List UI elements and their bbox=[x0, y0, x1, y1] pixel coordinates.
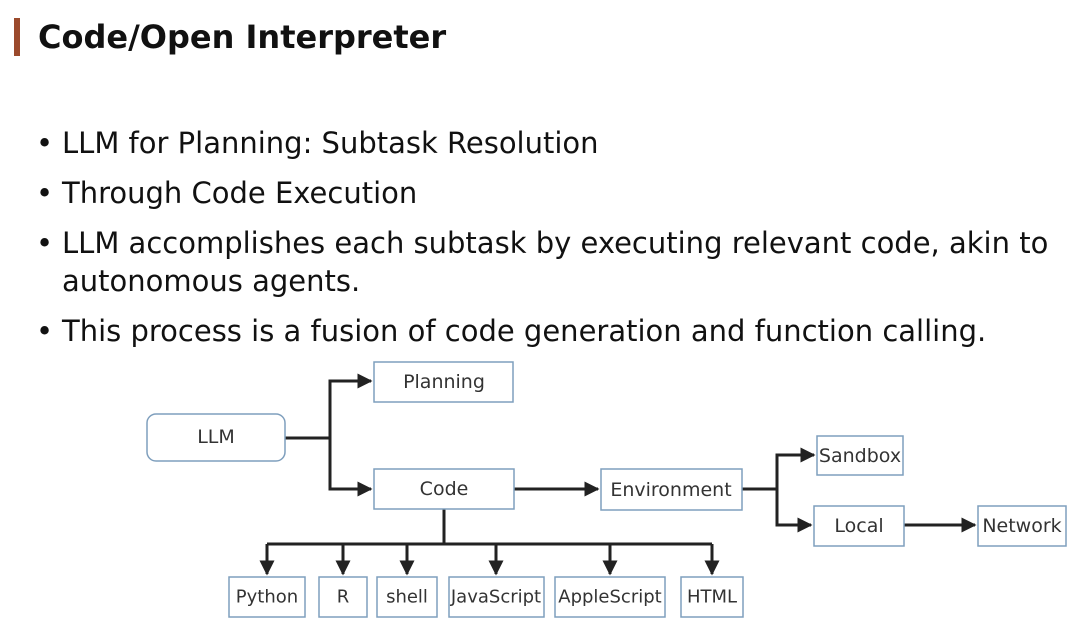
edge-environment-local bbox=[775, 489, 813, 533]
node-local-label: Local bbox=[834, 515, 883, 537]
node-applescript-label: AppleScript bbox=[558, 587, 661, 608]
bullet-text: This process is a fusion of code generat… bbox=[62, 314, 987, 348]
node-sandbox: Sandbox bbox=[816, 435, 904, 476]
edge-llm-code bbox=[328, 438, 373, 497]
node-network: Network bbox=[977, 505, 1067, 547]
node-html: HTML bbox=[680, 576, 744, 618]
node-javascript-label: JavaScript bbox=[450, 587, 541, 608]
node-llm-label: LLM bbox=[197, 426, 235, 448]
slide-title: Code/Open Interpreter bbox=[38, 18, 447, 56]
node-environment: Environment bbox=[600, 468, 743, 511]
diagram-edges bbox=[259, 373, 977, 576]
title-accent-bar bbox=[14, 18, 20, 56]
node-planning: Planning bbox=[373, 361, 514, 403]
bullet-item: • LLM for Planning: Subtask Resolution bbox=[36, 124, 1056, 162]
node-llm: LLM bbox=[146, 413, 286, 462]
node-javascript: JavaScript bbox=[448, 576, 545, 618]
node-applescript: AppleScript bbox=[554, 576, 666, 618]
bullet-text: LLM accomplishes each subtask by executi… bbox=[62, 226, 1049, 298]
edge-environment-sandbox bbox=[775, 447, 816, 489]
node-python-label: Python bbox=[236, 587, 298, 608]
node-environment-label: Environment bbox=[610, 479, 731, 501]
bullet-item: • This process is a fusion of code gener… bbox=[36, 312, 1056, 350]
node-r: R bbox=[318, 576, 368, 618]
node-python: Python bbox=[228, 576, 306, 618]
bullet-list: • LLM for Planning: Subtask Resolution •… bbox=[36, 124, 1056, 362]
bullet-text: LLM for Planning: Subtask Resolution bbox=[62, 126, 599, 160]
node-sandbox-label: Sandbox bbox=[819, 445, 901, 467]
bullet-dot: • bbox=[36, 314, 54, 348]
node-shell: shell bbox=[376, 576, 438, 618]
node-planning-label: Planning bbox=[403, 371, 485, 393]
edge-llm-planning bbox=[285, 373, 373, 440]
bullet-dot: • bbox=[36, 126, 54, 160]
node-local: Local bbox=[813, 505, 905, 547]
bullet-item: • LLM accomplishes each subtask by execu… bbox=[36, 224, 1056, 300]
node-shell-label: shell bbox=[386, 587, 428, 608]
node-code-label: Code bbox=[420, 478, 469, 500]
bullet-item: • Through Code Execution bbox=[36, 174, 1056, 212]
node-network-label: Network bbox=[982, 515, 1061, 537]
node-html-label: HTML bbox=[687, 587, 737, 608]
bullet-dot: • bbox=[36, 176, 54, 210]
node-r-label: R bbox=[337, 587, 350, 608]
bullet-text: Through Code Execution bbox=[62, 176, 418, 210]
bullet-dot: • bbox=[36, 226, 54, 260]
node-code: Code bbox=[373, 468, 515, 510]
